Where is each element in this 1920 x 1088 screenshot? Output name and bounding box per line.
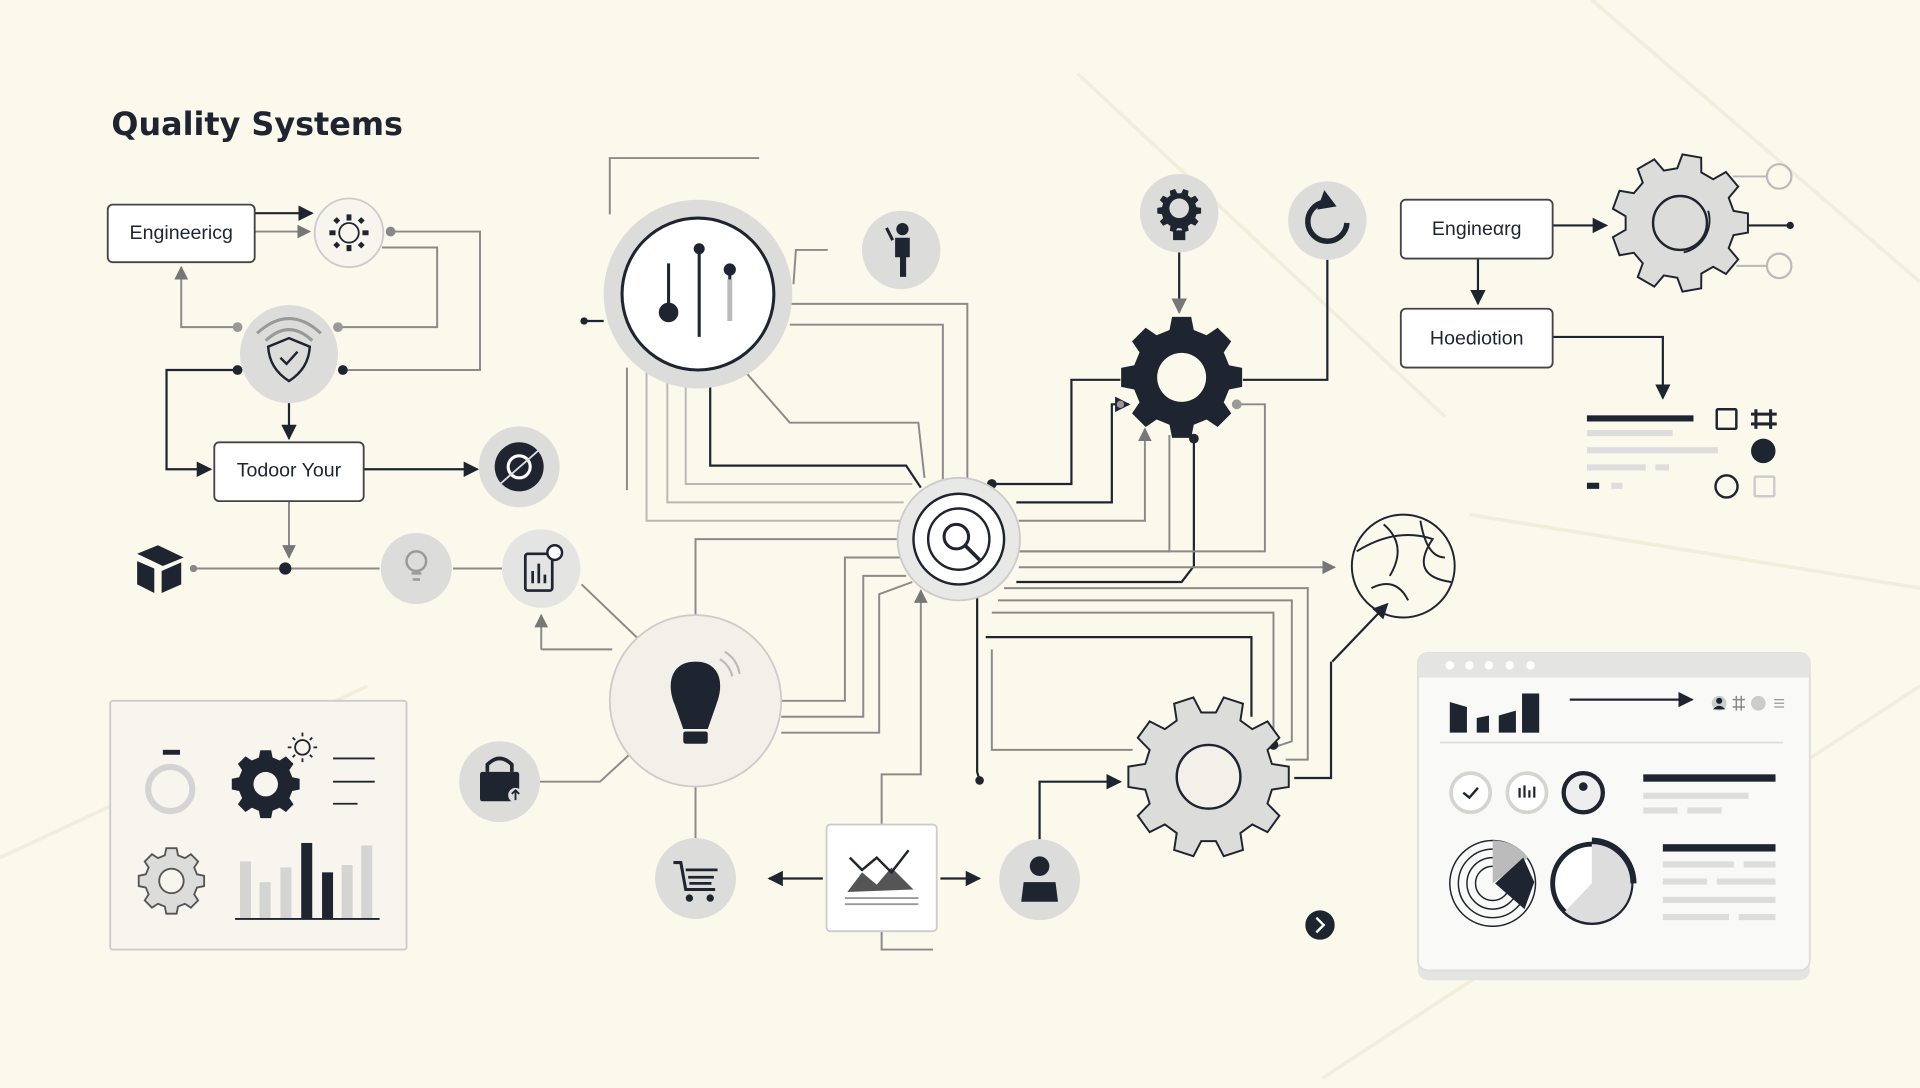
grid-icon bbox=[1751, 409, 1777, 429]
engineering-box-right[interactable]: Engineαrg bbox=[1399, 198, 1554, 260]
shield-check-icon bbox=[240, 305, 338, 404]
lightbulb-icon bbox=[380, 532, 452, 605]
lock-icon bbox=[459, 741, 540, 823]
ring-icon bbox=[145, 763, 196, 815]
hoediotion-box[interactable]: Hoediotion bbox=[1399, 307, 1554, 369]
search-icon[interactable] bbox=[896, 476, 1021, 602]
todoor-your-box-label: Todoor Your bbox=[237, 460, 342, 482]
engineering-box-left[interactable]: Engineericg bbox=[106, 203, 256, 264]
tools-panel bbox=[109, 699, 408, 951]
gear-icon bbox=[1611, 153, 1749, 293]
user-icon[interactable] bbox=[999, 839, 1080, 921]
hoediotion-box-label: Hoediotion bbox=[1430, 327, 1524, 349]
line-chart-icon bbox=[825, 823, 938, 933]
cube-icon bbox=[137, 545, 184, 594]
lightbulb-icon-large bbox=[608, 614, 783, 788]
todoor-your-box[interactable]: Todoor Your bbox=[213, 441, 365, 503]
bar-chart-icon bbox=[235, 842, 380, 920]
checkbox-icon[interactable] bbox=[1715, 407, 1738, 431]
left-flow bbox=[165, 205, 644, 651]
right-flow bbox=[1470, 163, 1794, 400]
page-title: Quality Systems bbox=[111, 105, 403, 143]
settings-list bbox=[1586, 407, 1777, 499]
sun-icon bbox=[313, 197, 385, 269]
chevron-right-icon[interactable] bbox=[1305, 910, 1335, 940]
report-icon bbox=[502, 529, 581, 608]
cart-icon[interactable] bbox=[655, 838, 736, 919]
radio-filled-icon[interactable] bbox=[1751, 438, 1776, 464]
list-lines-icon bbox=[333, 757, 375, 805]
dashboard-window bbox=[1417, 652, 1811, 981]
no-entry-icon bbox=[478, 426, 560, 508]
radio-empty-icon[interactable] bbox=[1714, 474, 1739, 499]
globe-icon bbox=[1350, 513, 1456, 619]
sliders-icon[interactable] bbox=[603, 199, 793, 389]
engineering-box-right-label: Engineαrg bbox=[1432, 218, 1522, 240]
engineering-box-left-label: Engineericg bbox=[130, 222, 233, 244]
lightbulb-gear-icon bbox=[1140, 173, 1219, 253]
checkbox-empty-icon[interactable] bbox=[1753, 475, 1776, 498]
refresh-icon[interactable] bbox=[1288, 181, 1367, 260]
person-icon bbox=[862, 210, 941, 290]
